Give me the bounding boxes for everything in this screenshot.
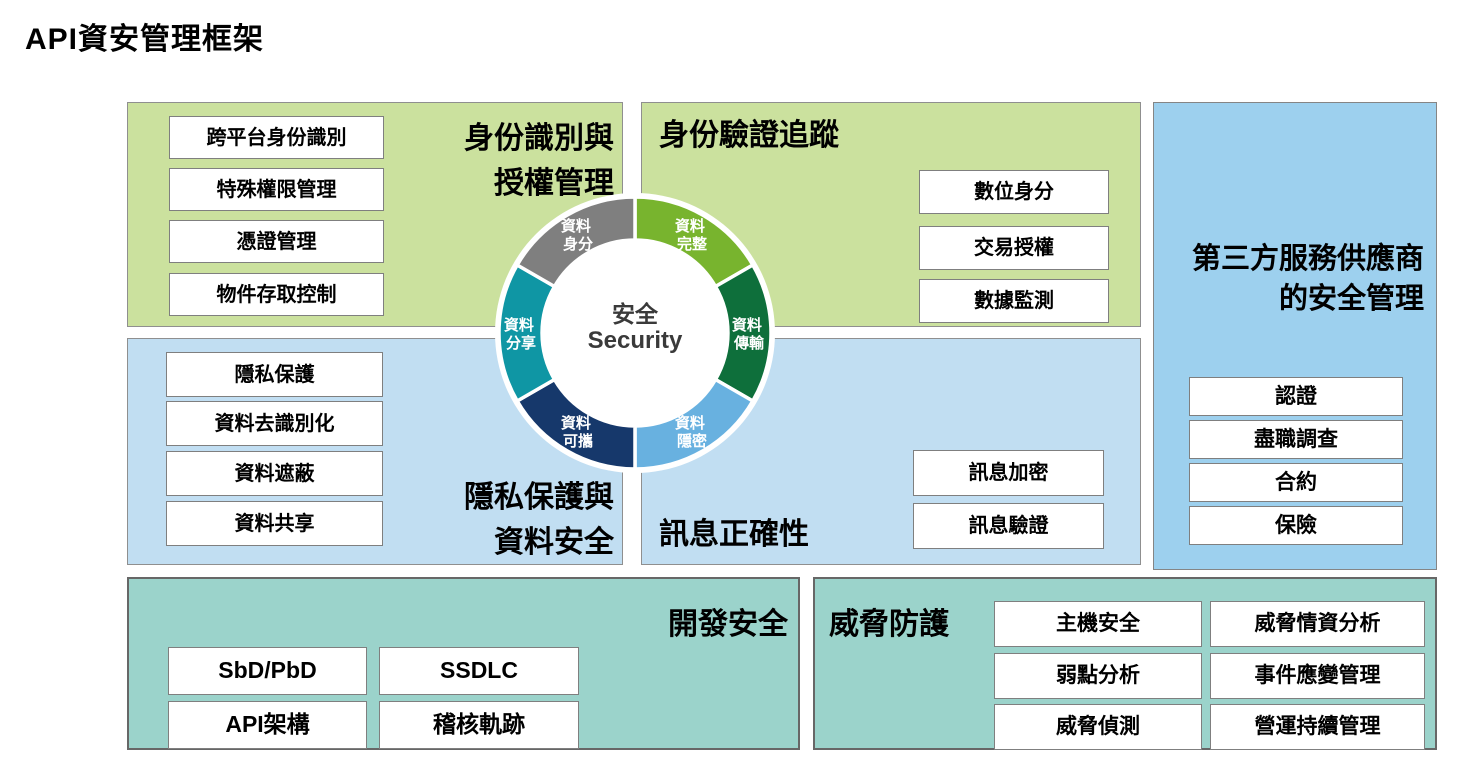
node-api-architecture: API架構: [168, 701, 367, 749]
node-digital-identity: 數位身分: [919, 170, 1109, 214]
dev-security-panel-title: 開發安全: [668, 608, 788, 641]
page-title: API資安管理框架: [25, 23, 265, 56]
node-host-security: 主機安全: [994, 601, 1202, 647]
node-data-masking: 資料遮蔽: [166, 451, 383, 496]
donut-label-data-portability: 資料 可攜: [561, 414, 595, 450]
donut-label-data-identity: 資料 身分: [561, 217, 595, 253]
node-transaction-authorization: 交易授權: [919, 226, 1109, 270]
donut-center-label-zh: 安全: [612, 301, 659, 327]
privacy-panel-title: 隱私保護與 資料安全: [464, 481, 614, 559]
node-privacy-protection: 隱私保護: [166, 352, 383, 397]
donut-center-circle: [541, 239, 729, 427]
node-contract: 合約: [1189, 463, 1403, 502]
node-message-encryption: 訊息加密: [913, 450, 1104, 496]
node-due-diligence: 盡職調查: [1189, 420, 1403, 459]
third-party-provider-panel: 第三方服務供應商 的安全管理 認證 盡職調查 合約 保險: [1153, 102, 1437, 570]
node-incident-response-management: 事件應變管理: [1210, 653, 1425, 699]
node-privileged-access-management: 特殊權限管理: [169, 168, 384, 211]
authentication-tracking-panel: 身份驗證追蹤 數位身分 交易授權 數據監測: [641, 102, 1141, 327]
threat-protection-panel: 威脅防護 主機安全 威脅情資分析 弱點分析 事件應變管理 威脅偵測 營運持續管理: [813, 577, 1437, 750]
node-cross-platform-identity: 跨平台身份識別: [169, 116, 384, 159]
auth-tracking-panel-title: 身份驗證追蹤: [659, 119, 839, 152]
node-business-continuity-management: 營運持續管理: [1210, 704, 1425, 750]
third-party-panel-title: 第三方服務供應商 的安全管理: [1191, 243, 1424, 315]
development-security-panel: 開發安全 SbD/PbD SSDLC API架構 稽核軌跡: [127, 577, 800, 750]
node-data-sharing: 資料共享: [166, 501, 383, 546]
node-vulnerability-analysis: 弱點分析: [994, 653, 1202, 699]
identity-authorization-panel: 跨平台身份識別 特殊權限管理 憑證管理 物件存取控制 身份識別與 授權管理: [127, 102, 623, 327]
node-threat-intelligence-analysis: 威脅情資分析: [1210, 601, 1425, 647]
node-data-deidentification: 資料去識別化: [166, 401, 383, 446]
node-message-verification: 訊息驗證: [913, 503, 1104, 549]
node-sbd-pbd: SbD/PbD: [168, 647, 367, 695]
node-object-access-control: 物件存取控制: [169, 273, 384, 316]
message-integrity-panel: 訊息正確性 訊息加密 訊息驗證: [641, 338, 1141, 565]
node-insurance: 保險: [1189, 506, 1403, 545]
donut-label-data-sharing: 資料 分享: [504, 316, 538, 352]
node-data-monitoring: 數據監測: [919, 279, 1109, 323]
donut-label-data-transmission: 資料 傳輸: [732, 316, 766, 352]
node-threat-detection: 威脅偵測: [994, 704, 1202, 750]
security-donut-chart: 資料 完整 資料 傳輸 資料 隱密 資料 可攜 資料 分享 資料 身分 安全 S…: [495, 193, 775, 473]
node-audit-trail: 稽核軌跡: [379, 701, 579, 749]
threat-panel-title: 威脅防護: [829, 608, 949, 641]
identity-panel-title: 身份識別與 授權管理: [464, 122, 614, 200]
donut-center-label-en: Security: [588, 327, 683, 354]
donut-label-data-confidentiality: 資料 隱密: [675, 414, 709, 450]
donut-label-data-integrity: 資料 完整: [675, 217, 709, 253]
node-ssdlc: SSDLC: [379, 647, 579, 695]
node-certification: 認證: [1189, 377, 1403, 416]
message-panel-title: 訊息正確性: [659, 518, 809, 551]
node-certificate-management: 憑證管理: [169, 220, 384, 263]
